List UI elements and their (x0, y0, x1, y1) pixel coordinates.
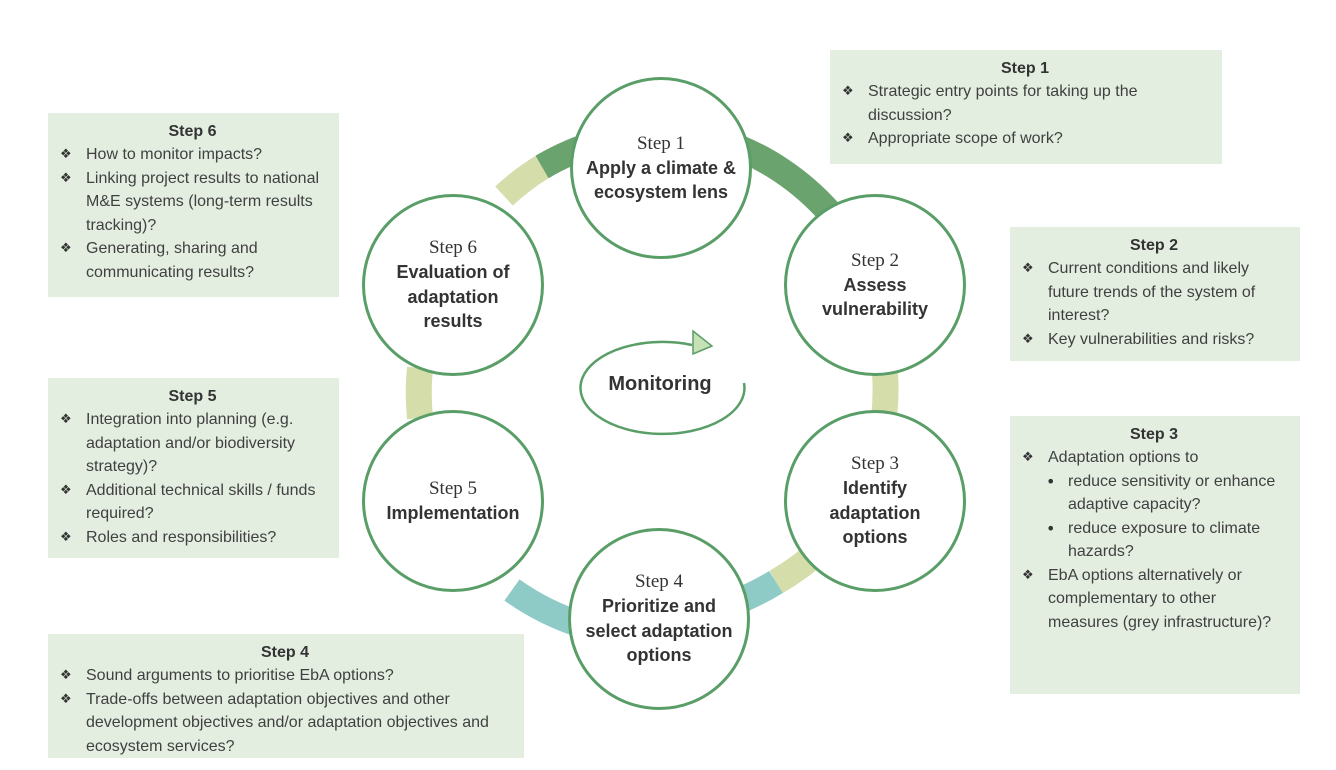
step-1-heading: Step 1 (1000, 60, 1049, 77)
list-item: reduce sensitivity or enhance adaptive c… (1018, 470, 1290, 517)
list-item: Adaptation options to (1018, 446, 1290, 470)
step-5-heading: Step 5 (168, 388, 217, 405)
step-3-heading: Step 3 (1129, 426, 1178, 443)
step-5-circle: Step 5 Implementation (362, 410, 544, 592)
step-3-circle: Step 3 Identify adaptation options (784, 410, 966, 592)
step-5-number: Step 5 (428, 477, 478, 499)
monitoring-label: Monitoring (608, 373, 712, 395)
step-6-questions: Step 6 How to monitor impacts? Linking p… (48, 113, 339, 297)
step-6-title: Evaluation of adaptation results (396, 262, 510, 332)
step-4-title: Prioritize and select adaptation options (585, 596, 733, 666)
list-item: Linking project results to national M&E … (56, 167, 329, 238)
step-1-title: Apply a climate & ecosystem lens (585, 157, 737, 203)
ring-segment-6-1-light (495, 155, 550, 206)
list-item: Sound arguments to prioritise EbA option… (56, 664, 514, 688)
step-5-title: Implementation (386, 502, 520, 523)
step-3-questions: Step 3 Adaptation options to reduce sens… (1010, 416, 1300, 694)
step-2-circle: Step 2 Assess vulnerability (784, 194, 966, 376)
step-1-circle: Step 1 Apply a climate & ecosystem lens (570, 77, 752, 259)
list-item: reduce exposure to climate hazards? (1018, 517, 1290, 564)
list-item: Current conditions and likely future tre… (1018, 257, 1290, 328)
step-2-questions: Step 2 Current conditions and likely fut… (1010, 227, 1300, 361)
list-item: Strategic entry points for taking up the… (838, 80, 1212, 127)
step-4-number: Step 4 (634, 571, 684, 593)
step-4-questions: Step 4 Sound arguments to prioritise EbA… (48, 634, 524, 758)
list-item: Generating, sharing and communicating re… (56, 237, 329, 284)
list-item: Appropriate scope of work? (838, 127, 1212, 151)
list-item: Key vulnerabilities and risks? (1018, 328, 1290, 352)
list-item: Additional technical skills / funds requ… (56, 479, 329, 526)
step-3-number: Step 3 (850, 453, 900, 475)
step-1-number: Step 1 (636, 132, 686, 154)
step-2-heading: Step 2 (1129, 237, 1178, 254)
step-6-heading: Step 6 (168, 123, 217, 140)
step-3-title: Identify adaptation options (829, 478, 921, 548)
step-2-number: Step 2 (850, 249, 900, 271)
list-item: Integration into planning (e.g. adaptati… (56, 408, 329, 479)
list-item: Roles and responsibilities? (56, 526, 329, 550)
list-item: Trade-offs between adaptation objectives… (56, 688, 514, 759)
ring-segment-5-6 (405, 366, 433, 420)
step-4-circle: Step 4 Prioritize and select adaptation … (568, 528, 750, 710)
list-item: How to monitor impacts? (56, 143, 329, 167)
monitoring-arrowhead (692, 329, 714, 356)
step-4-heading: Step 4 (260, 644, 309, 661)
monitoring-cycle-arrow (579, 340, 746, 436)
step-2-title: Assess vulnerability (821, 274, 929, 320)
step-6-circle: Step 6 Evaluation of adaptation results (362, 194, 544, 376)
step-6-number: Step 6 (428, 237, 478, 259)
step-5-questions: Step 5 Integration into planning (e.g. a… (48, 378, 339, 558)
list-item: EbA options alternatively or complementa… (1018, 564, 1290, 635)
step-1-questions: Step 1 Strategic entry points for taking… (830, 50, 1222, 164)
